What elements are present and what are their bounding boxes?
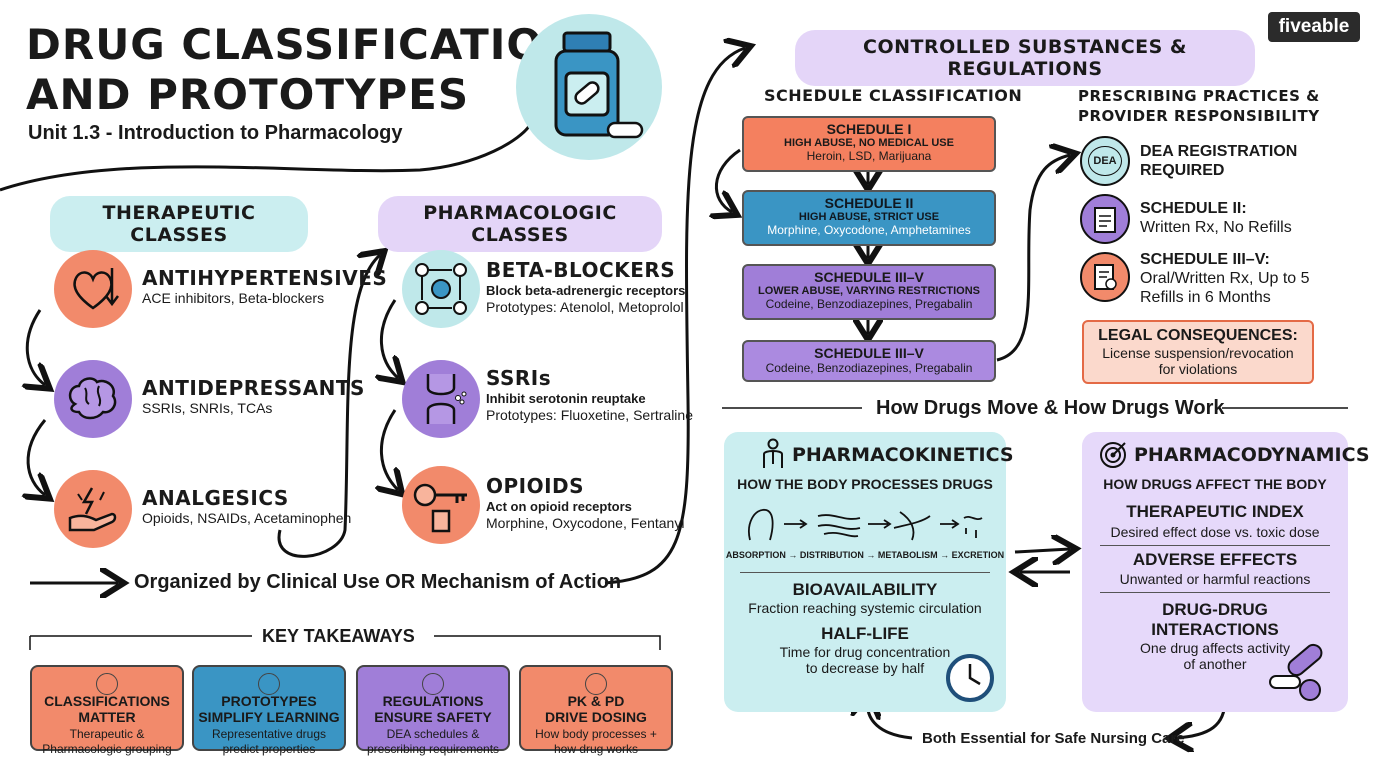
pd-interactions-desc: One drug affects activity of another — [1140, 640, 1290, 672]
both-essential-caption: Both Essential for Safe Nursing Care — [922, 730, 1185, 747]
how-drugs-heading: How Drugs Move & How Drugs Work — [876, 397, 1225, 419]
takeaway-card-pk-pd: PK & PD DRIVE DOSING How body processes … — [519, 665, 673, 756]
pk-flow: ABSORPTION → DISTRIBUTION → METABOLISM →… — [725, 550, 1005, 560]
pd-divider-2 — [1100, 592, 1330, 593]
prescribing-schedule-2: SCHEDULE II: Written Rx, No Refills — [1140, 200, 1292, 236]
pharmacologic-item-opioids: OPIOIDS Act on opioid receptors Morphine… — [486, 474, 685, 531]
clock-icon — [946, 654, 994, 702]
page-title: DRUG CLASSIFICATIONS AND PROTOTYPES — [26, 20, 611, 119]
pd-interactions-title: DRUG-DRUG INTERACTIONS — [1151, 600, 1279, 639]
therapeutic-item-antidepressants: ANTIDEPRESSANTS SSRIs, SNRIs, TCAs — [142, 376, 365, 416]
dea-seal-icon: DEA — [1080, 136, 1130, 186]
pd-divider-1 — [1100, 545, 1330, 546]
brain-icon — [54, 360, 132, 438]
document-icon — [258, 673, 280, 695]
key-takeaways-heading: KEY TAKEAWAYS — [262, 626, 415, 646]
grouping-icon — [96, 673, 118, 695]
target-icon — [1100, 442, 1126, 468]
pharmacodynamics-panel: PHARMACODYNAMICS HOW DRUGS AFFECT THE BO… — [1082, 432, 1370, 712]
pill-bottle-illustration — [516, 14, 662, 160]
pd-therapeutic-index-desc: Desired effect dose vs. toxic dose — [1110, 524, 1320, 540]
clipboard-icon — [1080, 194, 1130, 244]
pharmacologic-item-ssris: SSRIs Inhibit serotonin reuptake Prototy… — [486, 366, 693, 423]
schedule-card-3: SCHEDULE III–V LOWER ABUSE, VARYING REST… — [742, 264, 996, 320]
pharmacologic-item-beta-blockers: BETA-BLOCKERS Block beta-adrenergic rece… — [486, 258, 686, 315]
legal-consequences-box: LEGAL CONSEQUENCES: License suspension/r… — [1082, 320, 1314, 384]
therapeutic-heading: THERAPEUTIC CLASSES — [50, 196, 308, 252]
pk-title: PHARMACOKINETICS — [792, 444, 1014, 466]
pk-subtitle: HOW THE BODY PROCESSES DRUGS — [737, 476, 993, 492]
shield-icon — [422, 673, 444, 695]
body-icon — [763, 438, 783, 468]
synapse-icon — [402, 360, 480, 438]
pills-icon — [1269, 643, 1323, 701]
prescribing-dea: DEA REGISTRATION REQUIRED — [1140, 143, 1298, 179]
schedule-card-2: SCHEDULE II HIGH ABUSE, STRICT USE Morph… — [742, 190, 996, 246]
pill-bottle-icon — [554, 31, 644, 139]
key-lock-icon — [402, 466, 480, 544]
pharmacologic-heading: PHARMACOLOGIC CLASSES — [378, 196, 662, 252]
shuffle-icon — [585, 673, 607, 695]
pd-title: PHARMACODYNAMICS — [1134, 444, 1370, 466]
organized-by-caption: Organized by Clinical Use OR Mechanism o… — [134, 571, 622, 593]
pk-half-life-title: HALF-LIFE — [821, 624, 909, 643]
pd-adverse-effects-title: ADVERSE EFFECTS — [1132, 550, 1298, 569]
pd-subtitle: HOW DRUGS AFFECT THE BODY — [1103, 476, 1327, 492]
schedule-card-4: SCHEDULE III–V Codeine, Benzodiazepines,… — [742, 340, 996, 382]
pk-divider — [740, 572, 990, 573]
page-subtitle: Unit 1.3 - Introduction to Pharmacology — [28, 122, 403, 144]
schedule-heading: SCHEDULE CLASSIFICATION — [764, 86, 1023, 105]
pain-hand-icon — [54, 470, 132, 548]
heart-icon — [54, 250, 132, 328]
pk-process-icon — [748, 509, 983, 541]
pharmacokinetics-panel: PHARMACOKINETICS HOW THE BODY PROCESSES … — [724, 432, 1014, 712]
prescription-icon — [1080, 252, 1130, 302]
pk-bioavailability-title: BIOAVAILABILITY — [792, 580, 938, 599]
therapeutic-item-antihypertensives: ANTIHYPERTENSIVES ACE inhibitors, Beta-b… — [142, 266, 388, 306]
takeaway-card-regulations: REGULATIONS ENSURE SAFETY DEA schedules … — [356, 665, 510, 756]
takeaway-card-classifications: CLASSIFICATIONS MATTER Therapeutic &Phar… — [30, 665, 184, 756]
pk-half-life-desc: Time for drug concentration to decrease … — [779, 644, 951, 676]
receptor-icon — [402, 250, 480, 328]
therapeutic-item-analgesics: ANALGESICS Opioids, NSAIDs, Acetaminophe… — [142, 486, 352, 526]
takeaway-card-prototypes: PROTOTYPES SIMPLIFY LEARNING Representat… — [192, 665, 346, 756]
controlled-heading: CONTROLLED SUBSTANCES & REGULATIONS — [795, 30, 1255, 86]
prescribing-heading: PRESCRIBING PRACTICES & PROVIDER RESPONS… — [1078, 87, 1320, 125]
brand-logo: fiveable — [1268, 12, 1360, 42]
prescribing-schedule-3-5: SCHEDULE III–V: Oral/Written Rx, Up to 5… — [1140, 251, 1310, 306]
schedule-card-1: SCHEDULE I HIGH ABUSE, NO MEDICAL USE He… — [742, 116, 996, 172]
pk-bioavailability-desc: Fraction reaching systemic circulation — [748, 600, 982, 616]
pd-adverse-effects-desc: Unwanted or harmful reactions — [1119, 571, 1311, 587]
pd-therapeutic-index-title: THERAPEUTIC INDEX — [1126, 502, 1304, 521]
